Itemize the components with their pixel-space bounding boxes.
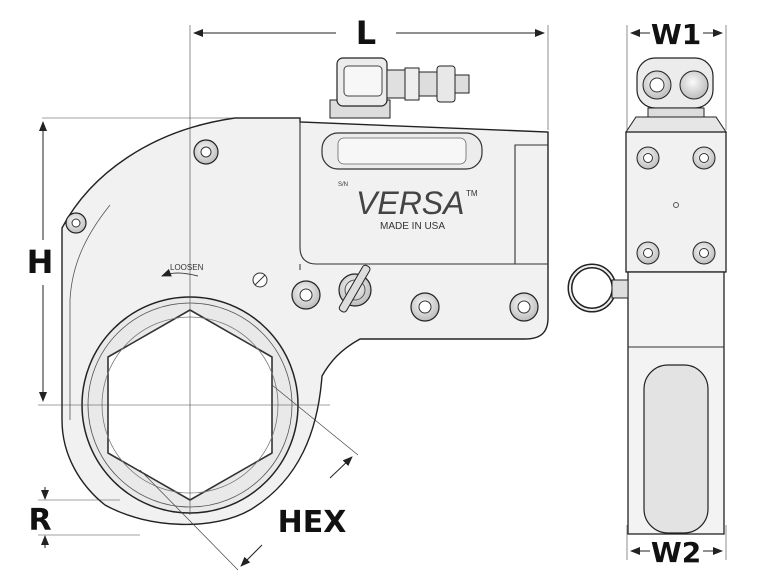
brand-logo: VERSA [356,185,464,221]
made-in-label: MADE IN USA [380,221,445,232]
dim-label-R: R [28,503,51,538]
front-view [567,57,727,535]
dim-label-H: H [27,243,54,281]
hydraulic-swivel [329,57,470,119]
serial-label: S/N [338,182,348,188]
dim-label-W1: W1 [651,18,701,51]
side-view [38,25,549,526]
dim-label-HEX: HEX [278,505,347,540]
body-bolts [65,139,539,322]
dim-label-L: L [356,14,376,52]
dim-label-W2: W2 [651,536,701,569]
loosen-label: LOOSEN [170,263,204,272]
trademark-mark: TM [466,189,478,198]
loosen-knob [338,264,372,313]
dimension-lines [38,25,727,571]
